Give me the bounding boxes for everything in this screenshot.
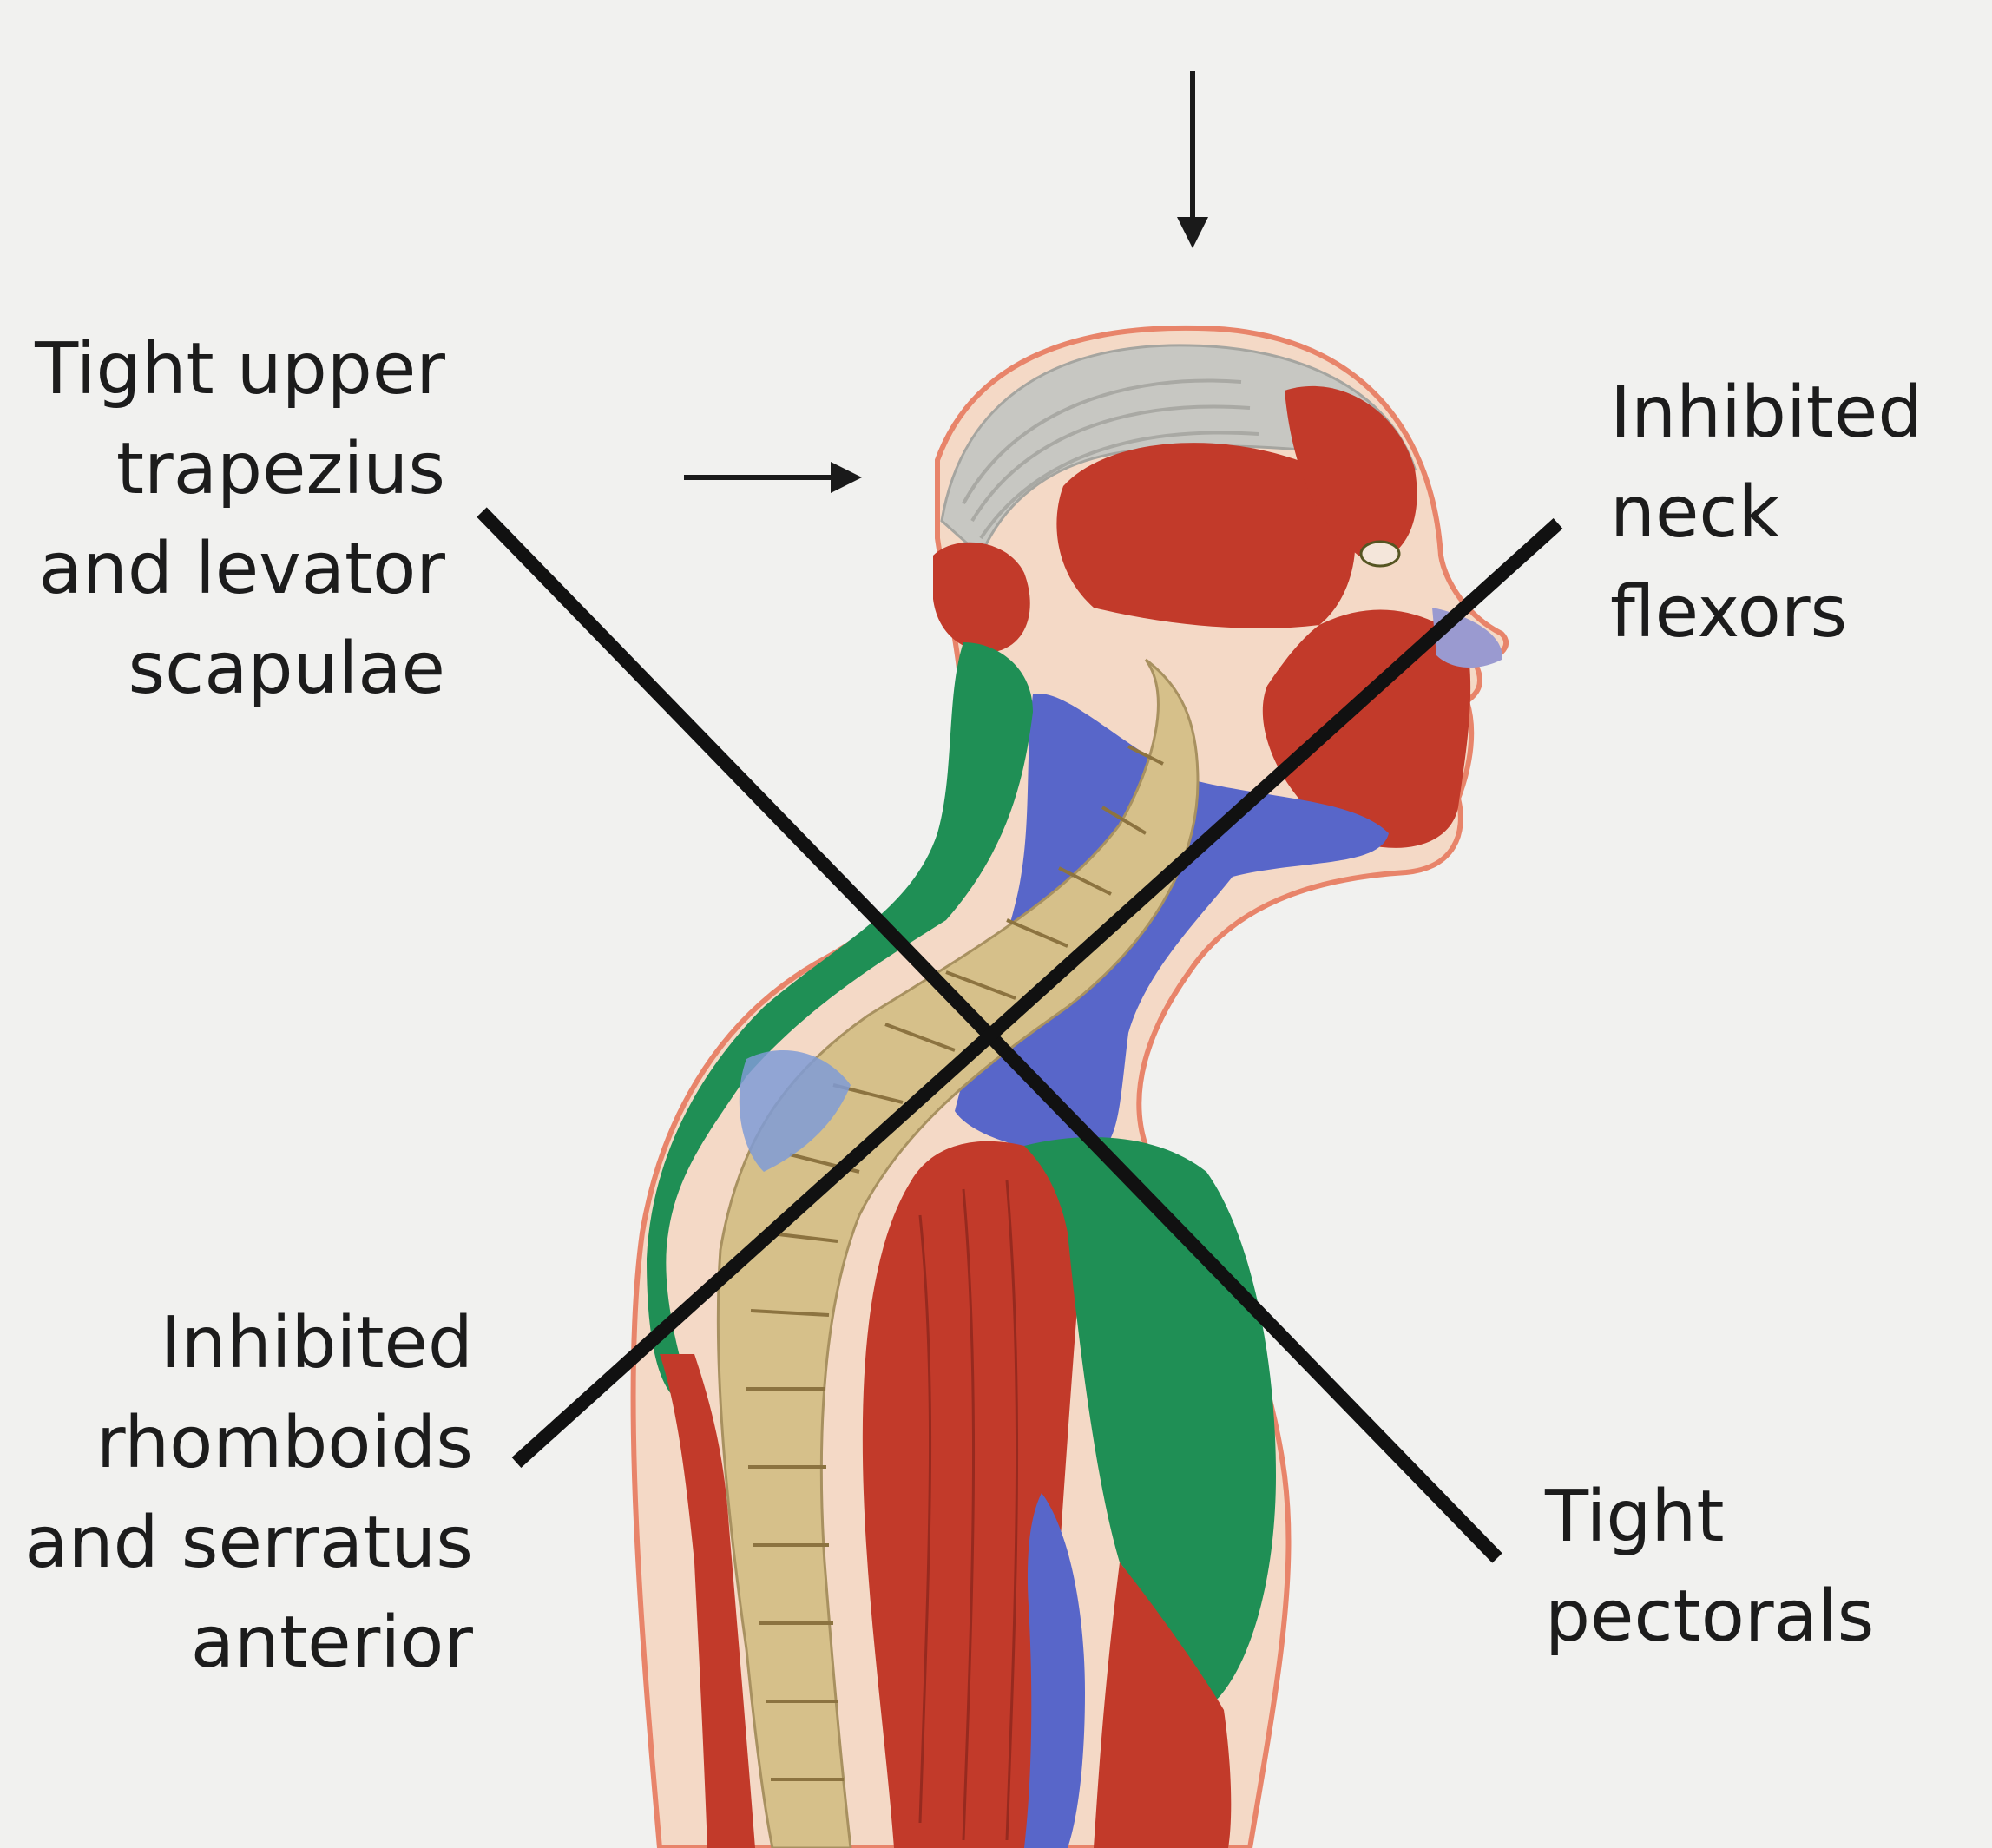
serratus-anterior-muscle — [1024, 1493, 1085, 1848]
label-line: Inhibited — [1610, 372, 1923, 454]
label-line: Inhibited — [160, 1302, 473, 1384]
skull-hatching — [962, 378, 1259, 540]
inhibited-rhomboids-muscle — [739, 1050, 851, 1172]
cross-line-inhibited — [511, 518, 1563, 1468]
temporal-muscle — [1056, 443, 1356, 628]
label-line: anterior — [190, 1601, 473, 1684]
arm-muscle-fibers — [918, 1180, 1019, 1841]
arm-muscle — [862, 1141, 1079, 1848]
label-inhibited-rhomboids: Inhibited rhomboids and serratus anterio… — [24, 1293, 473, 1693]
label-line: and levator — [38, 528, 445, 610]
vertebrae-segments — [746, 745, 1164, 1781]
frontal-muscle — [1285, 385, 1417, 564]
label-tight-upper-trapezius: Tight upper trapezius and levator scapul… — [35, 319, 445, 719]
label-line: scapulae — [128, 628, 445, 710]
label-line: pectorals — [1545, 1575, 1875, 1658]
occipital-muscle — [933, 542, 1030, 652]
label-line: neck — [1610, 471, 1779, 554]
label-line: Tight upper — [35, 328, 445, 411]
tight-pectorals-muscle — [1024, 1137, 1276, 1701]
label-line: flexors — [1610, 571, 1848, 654]
label-inhibited-neck-flexors: Inhibited neck flexors — [1610, 363, 1923, 662]
label-line: Tight — [1545, 1476, 1725, 1558]
back-erector-muscle — [660, 1354, 755, 1848]
label-line: rhomboids — [95, 1402, 473, 1484]
facial-muscles — [1262, 609, 1471, 848]
tight-upper-trapezius-muscle — [647, 642, 1033, 1406]
label-line: and serratus — [24, 1502, 473, 1584]
eye — [1359, 540, 1401, 568]
label-tight-pectorals: Tight pectorals — [1545, 1467, 1874, 1667]
abdominal-muscle — [1094, 1562, 1232, 1848]
label-line: trapezius — [115, 428, 445, 510]
inhibited-neck-flexors-muscle — [955, 694, 1389, 1154]
